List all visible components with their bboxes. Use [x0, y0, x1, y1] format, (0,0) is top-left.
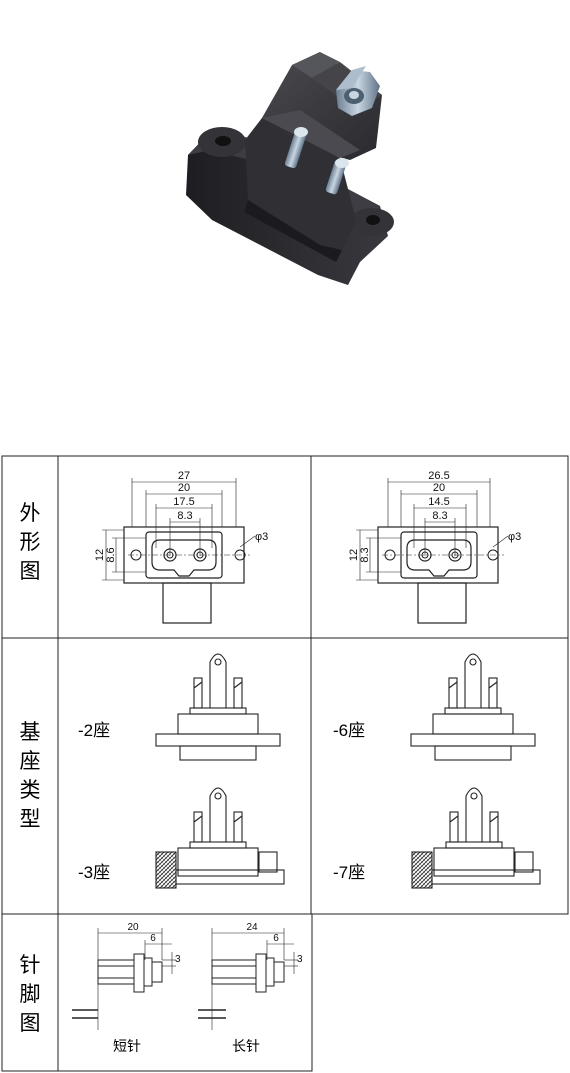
svg-text:27: 27	[178, 470, 190, 482]
base-2-drawing	[155, 653, 281, 761]
svg-text:φ3: φ3	[508, 531, 521, 543]
svg-text:脚: 脚	[20, 983, 41, 1006]
row-label-base: 基 座 类 型	[20, 721, 41, 831]
pin-long-caption: 长针	[232, 1038, 260, 1054]
svg-text:形: 形	[20, 531, 41, 554]
pin-long-dims: 24 6 3	[246, 922, 303, 965]
svg-text:6: 6	[273, 933, 279, 944]
svg-text:26.5: 26.5	[428, 470, 449, 482]
outline-drawing-right	[356, 478, 509, 624]
svg-text:24: 24	[246, 922, 258, 933]
svg-text:6: 6	[150, 933, 156, 944]
svg-text:8.6: 8.6	[105, 547, 117, 562]
pin-short-drawing	[72, 928, 176, 1030]
svg-text:17.5: 17.5	[173, 496, 194, 508]
svg-text:8.3: 8.3	[177, 510, 192, 522]
svg-text:外: 外	[20, 502, 41, 525]
svg-text:8.3: 8.3	[432, 510, 447, 522]
svg-text:12: 12	[348, 549, 360, 561]
svg-text:座: 座	[20, 750, 41, 773]
table-grid	[1, 455, 569, 1072]
pin-short-caption: 短针	[113, 1038, 141, 1054]
base-3-label: -3座	[78, 863, 110, 882]
base-6-drawing	[410, 653, 536, 761]
svg-text:3: 3	[175, 954, 181, 965]
svg-text:14.5: 14.5	[428, 496, 449, 508]
outline-drawing-left	[102, 478, 256, 624]
svg-text:类: 类	[20, 779, 41, 802]
svg-text:基: 基	[20, 721, 41, 744]
base-2-label: -2座	[78, 721, 110, 740]
base-6-label: -6座	[333, 721, 365, 740]
row-label-outline: 外 形 图	[20, 502, 41, 583]
row-label-pin: 针 脚 图	[20, 954, 41, 1035]
svg-text:20: 20	[178, 482, 190, 494]
pin-short-dims: 20 6 3	[127, 922, 181, 965]
spec-table: 外 形 图 基 座 类 型 针 脚 图	[1, 455, 569, 1072]
svg-text:针: 针	[20, 954, 41, 977]
base-7-drawing	[411, 787, 541, 889]
svg-text:8.3: 8.3	[359, 547, 371, 562]
svg-text:12: 12	[94, 549, 106, 561]
svg-text:20: 20	[127, 922, 139, 933]
svg-text:φ3: φ3	[255, 531, 268, 543]
outline-right-dims: 26.5 20 14.5 8.3 φ3 12 8.3	[348, 470, 521, 563]
svg-text:图: 图	[20, 1012, 41, 1035]
outline-left-dims: 27 20 17.5 8.3 φ3 12 8.6	[94, 470, 268, 563]
svg-text:3: 3	[297, 954, 303, 965]
socket-3d-render	[186, 52, 394, 285]
base-7-label: -7座	[333, 863, 365, 882]
svg-text:20: 20	[433, 482, 445, 494]
svg-text:型: 型	[20, 808, 41, 831]
pin-long-drawing	[198, 928, 298, 1030]
svg-text:图: 图	[20, 560, 41, 583]
base-3-drawing	[155, 787, 285, 889]
